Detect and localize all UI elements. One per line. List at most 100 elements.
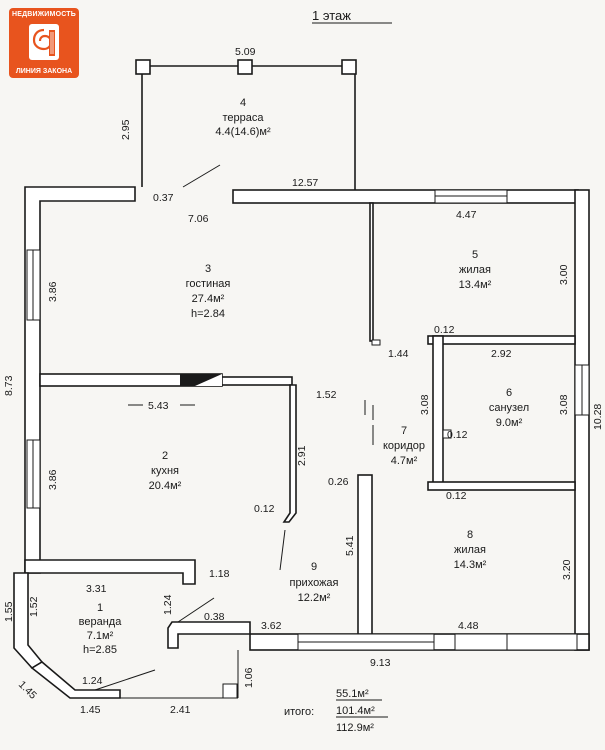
wall-veranda-right xyxy=(167,621,251,649)
dim-label: 2.91 xyxy=(296,445,308,466)
wall-room5-bottom xyxy=(427,335,576,345)
room-1-height: h=2.85 xyxy=(83,644,117,656)
dim-label: 0.12 xyxy=(446,490,467,502)
dim-label: 3.20 xyxy=(561,559,573,580)
wall-veranda-bottom xyxy=(30,661,121,699)
dim-label: 9.13 xyxy=(370,657,391,669)
dim-label: 12.57 xyxy=(292,177,318,189)
totals-value-2: 101.4м² xyxy=(336,705,375,717)
logo: НЕДВИЖИМОСТЬ ЛИНИЯ ЗАКОНА xyxy=(9,8,79,78)
dim-label: 0.12 xyxy=(434,324,455,336)
dim-label: 3.62 xyxy=(261,620,282,632)
totals-label: итого: xyxy=(284,706,314,718)
room-3-name: гостиная xyxy=(186,278,231,290)
room-5-name: жилая xyxy=(459,264,491,276)
logo-bottom-text: ЛИНИЯ ЗАКОНА xyxy=(15,68,73,75)
wall-kitchen-bottom xyxy=(24,559,196,585)
dim-label: 0.38 xyxy=(204,611,225,623)
dim-label: 1.24 xyxy=(82,675,103,687)
dim-label: 8.73 xyxy=(3,375,15,396)
dim-label: 1.44 xyxy=(388,348,409,360)
room-labels: 4 терраса 4.4(14.6)м² 3 гостиная 27.4м² … xyxy=(79,97,529,656)
room-8-num: 8 xyxy=(467,529,473,541)
room-5-area: 13.4м² xyxy=(459,279,492,291)
room-7-name: коридор xyxy=(383,440,425,452)
dim-label: 0.12 xyxy=(254,503,275,515)
dim-label: 3.08 xyxy=(558,394,570,415)
column-logo-icon xyxy=(29,24,59,60)
dimension-lines xyxy=(128,400,366,415)
dim-label: 1.45 xyxy=(16,679,39,702)
dim-label: 3.86 xyxy=(47,281,59,302)
dim-label: 4.47 xyxy=(456,209,477,221)
wall-corridor-upper xyxy=(369,202,374,342)
room-9-area: 12.2м² xyxy=(298,592,331,604)
dim-label: 1.45 xyxy=(80,704,101,716)
totals-value-3: 112.9м² xyxy=(336,722,374,734)
dim-label: 4.48 xyxy=(458,620,479,632)
dim-label: 1.52 xyxy=(28,596,40,617)
dimension-labels: 5.09 2.95 0.37 7.06 12.57 4.47 3.86 8.73… xyxy=(3,46,604,716)
dim-label: 1.55 xyxy=(3,601,15,622)
room-3-area: 27.4м² xyxy=(192,293,225,305)
dim-label: 1.52 xyxy=(316,389,337,401)
dim-label: 2.92 xyxy=(491,348,512,360)
wall-top-right xyxy=(232,189,579,204)
room-2-num: 2 xyxy=(162,450,168,462)
dim-label: 10.28 xyxy=(592,404,604,430)
wall-kitchen-right xyxy=(282,384,297,523)
room-6-num: 6 xyxy=(506,387,512,399)
dim-label: 0.37 xyxy=(153,192,174,204)
dim-label: 5.43 xyxy=(148,400,169,412)
dim-label: 3.31 xyxy=(86,583,107,595)
room-5-num: 5 xyxy=(472,249,478,261)
room-6-name: санузел xyxy=(489,402,529,414)
room-7-num: 7 xyxy=(401,425,407,437)
dim-label: 7.06 xyxy=(188,213,209,225)
wall-right xyxy=(574,189,590,651)
dim-label: 0.26 xyxy=(328,476,349,488)
room-3-height: h=2.84 xyxy=(191,308,225,320)
veranda-outline xyxy=(75,597,239,699)
room-4-name: терраса xyxy=(222,112,264,124)
dim-label: 0.12 xyxy=(447,429,468,441)
room-1-name: веранда xyxy=(79,616,123,628)
room-7-area: 4.7м² xyxy=(391,455,418,467)
dim-label: 1.18 xyxy=(209,568,230,580)
room-9-num: 9 xyxy=(311,561,317,573)
dim-label: 3.08 xyxy=(419,394,431,415)
logo-top-text: НЕДВИЖИМОСТЬ xyxy=(11,11,77,18)
wall-veranda-left xyxy=(13,572,44,670)
dim-label: 5.41 xyxy=(344,535,356,556)
wall-hall-right xyxy=(357,474,373,635)
room-1-num: 1 xyxy=(97,602,103,614)
stove-diagonal xyxy=(195,374,222,386)
wall-living-kitchen-2 xyxy=(221,376,293,386)
room-9-name: прихожая xyxy=(289,577,338,589)
room-4-area: 4.4(14.6)м² xyxy=(215,126,271,138)
room-1-area: 7.1м² xyxy=(87,630,114,642)
room-2-area: 20.4м² xyxy=(149,480,182,492)
totals-value-1: 55.1м² xyxy=(336,688,369,700)
terrace xyxy=(135,59,357,190)
dim-label: 3.86 xyxy=(47,469,59,490)
room-8-area: 14.3м² xyxy=(454,559,487,571)
wall-bath-left xyxy=(432,335,444,485)
dim-label: 2.41 xyxy=(170,704,191,716)
dim-label: 1.24 xyxy=(162,594,174,615)
dim-label: 3.00 xyxy=(558,264,570,285)
dim-label: 1.06 xyxy=(243,667,255,688)
room-8-name: жилая xyxy=(454,544,486,556)
room-2-name: кухня xyxy=(151,465,179,477)
plan-title: 1 этаж xyxy=(312,8,351,23)
dim-label: 2.95 xyxy=(120,119,132,140)
room-4-num: 4 xyxy=(240,97,246,109)
room-6-area: 9.0м² xyxy=(496,417,523,429)
windows xyxy=(26,189,590,651)
door-marks xyxy=(279,339,452,571)
dim-label: 5.09 xyxy=(235,46,256,58)
wall-bath-bottom xyxy=(427,481,576,491)
totals: итого: 55.1м² 101.4м² 112.9м² xyxy=(284,688,388,734)
room-3-num: 3 xyxy=(205,263,211,275)
